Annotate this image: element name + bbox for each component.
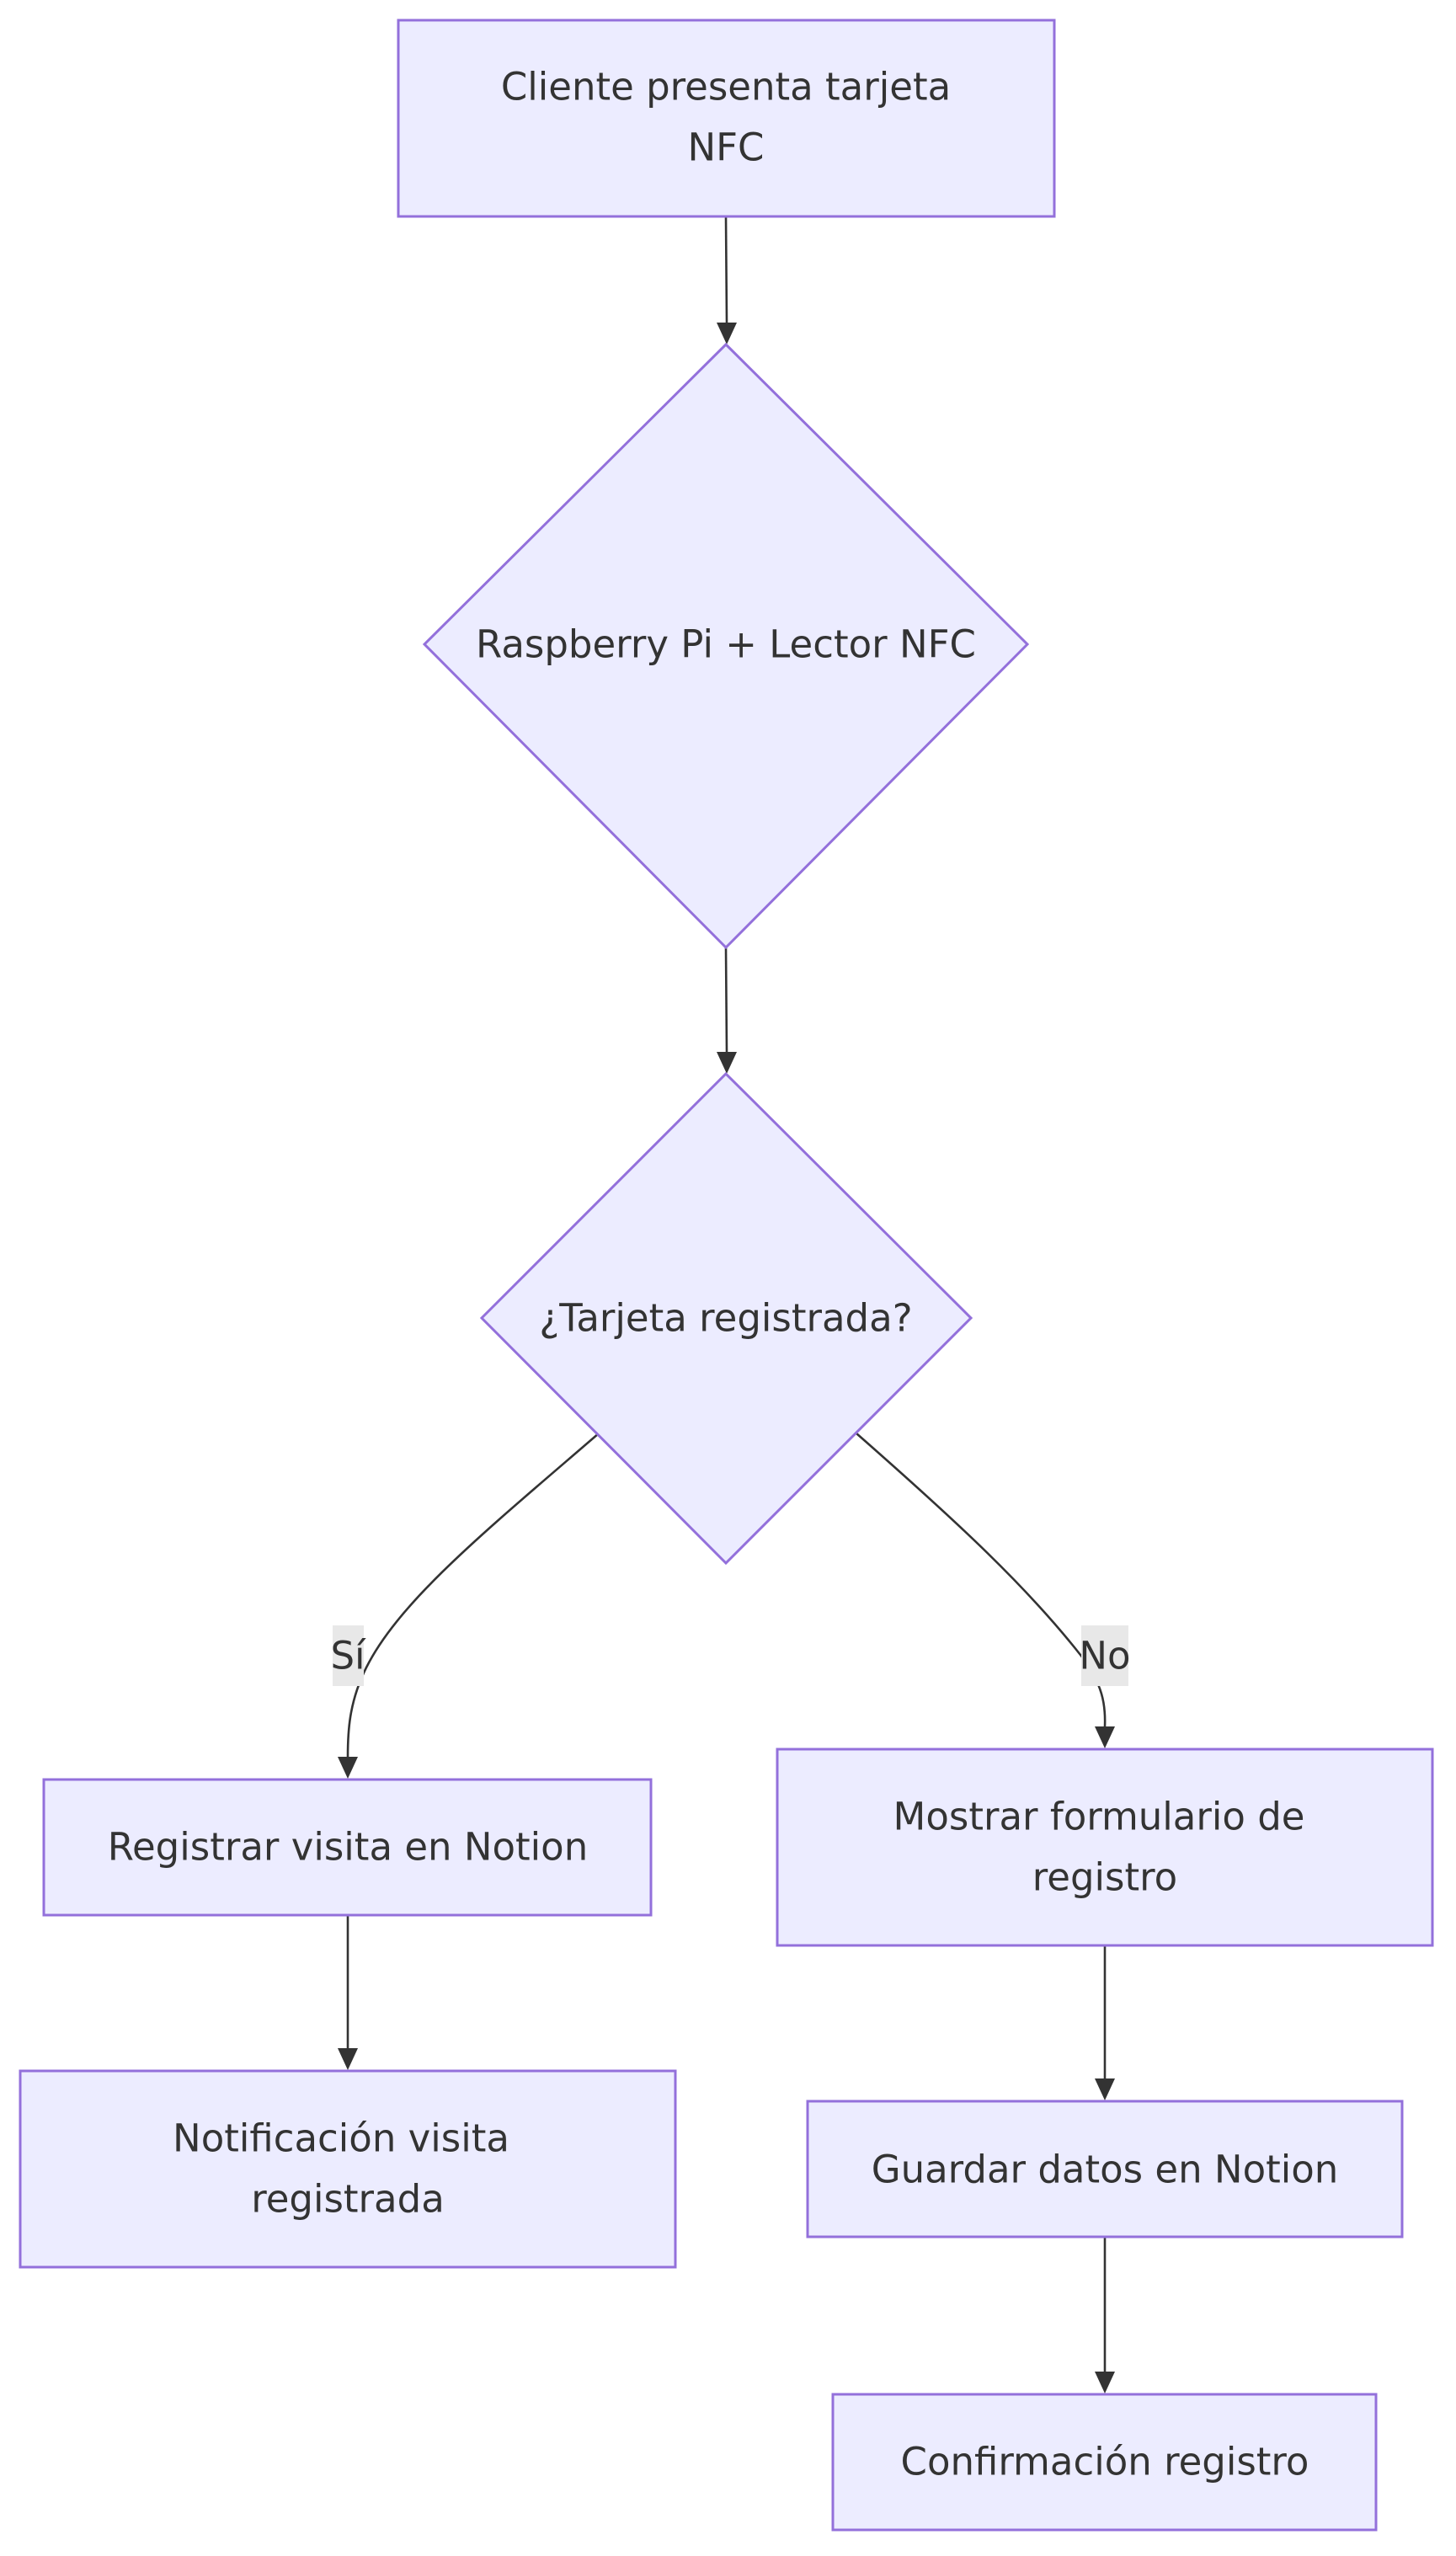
edge-label-no-text: No xyxy=(1079,1634,1130,1678)
edge-label-yes: Sí xyxy=(330,1625,366,1686)
node-cliente: Cliente presenta tarjeta NFC xyxy=(397,19,1056,218)
node-raspberry-label: Raspberry Pi + Lector NFC xyxy=(476,622,976,667)
node-guardar-label: Guardar datos en Notion xyxy=(872,2148,1339,2192)
edge-decision-to-mostrar xyxy=(856,1433,1107,1727)
edge-label-yes-text: Sí xyxy=(330,1634,366,1678)
arrowhead-notificacion xyxy=(338,2048,358,2070)
node-confirmacion: Confirmación registro xyxy=(831,2393,1378,2532)
node-decision-label: ¿Tarjeta registrada? xyxy=(539,1296,912,1341)
node-notificacion-line1: Notificación visita xyxy=(173,2116,509,2161)
edge-cliente-to-raspberry xyxy=(724,216,728,323)
edge-label-no: No xyxy=(1079,1625,1131,1686)
node-registrar: Registrar visita en Notion xyxy=(42,1778,653,1917)
node-guardar: Guardar datos en Notion xyxy=(806,2100,1404,2239)
node-notificacion-line2: registrada xyxy=(251,2177,445,2222)
arrowhead-mostrar xyxy=(1095,1726,1115,1748)
arrowhead-decision xyxy=(717,1052,737,1074)
node-registrar-label: Registrar visita en Notion xyxy=(108,1825,588,1870)
node-mostrar-line2: registro xyxy=(1032,1855,1177,1900)
node-decision: ¿Tarjeta registrada? xyxy=(479,1071,973,1566)
node-notificacion: Notificación visita registrada xyxy=(19,2069,677,2269)
edge-raspberry-to-decision xyxy=(724,947,728,1053)
node-cliente-line2: NFC xyxy=(688,125,765,170)
node-mostrar: Mostrar formulario de registro xyxy=(776,1748,1434,1947)
arrowhead-confirmacion xyxy=(1095,2372,1115,2393)
node-mostrar-line1: Mostrar formulario de xyxy=(893,1795,1305,1839)
node-confirmacion-label: Confirmación registro xyxy=(901,2440,1309,2484)
edge-decision-to-registrar xyxy=(346,1433,600,1758)
arrowhead-guardar xyxy=(1095,2078,1115,2100)
arrowhead-raspberry xyxy=(717,323,737,344)
node-cliente-line1: Cliente presenta tarjeta xyxy=(501,65,951,109)
edges xyxy=(338,216,1115,2393)
arrowhead-registrar xyxy=(338,1757,358,1779)
node-raspberry: Raspberry Pi + Lector NFC xyxy=(422,342,1030,950)
